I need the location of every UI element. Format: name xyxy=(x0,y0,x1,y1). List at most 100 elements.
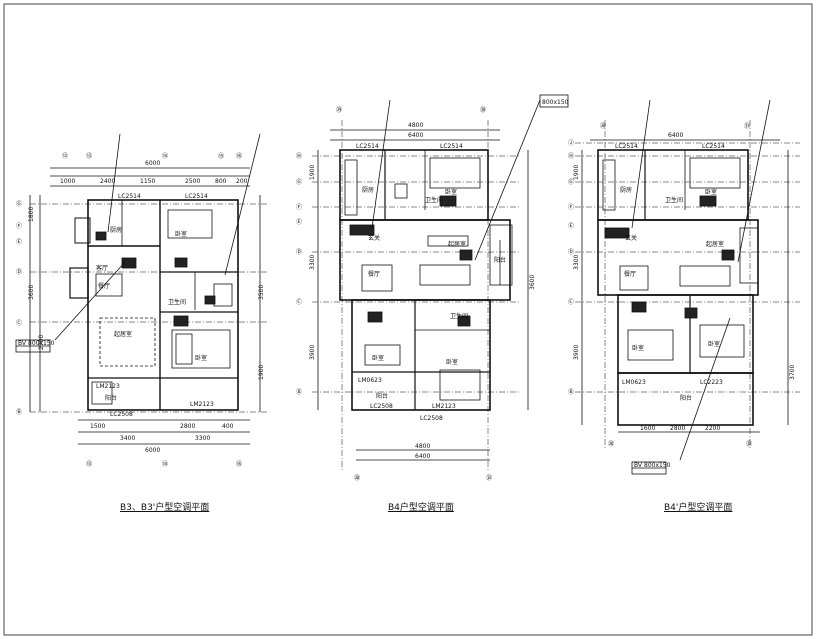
axis-label: Ⓒ xyxy=(16,319,22,327)
axis-label: ㉚ xyxy=(480,106,486,114)
dim-text: 3300 xyxy=(309,255,316,270)
window-label: LM0623 xyxy=(358,377,382,384)
dim-text: 1800 xyxy=(28,207,35,222)
axis-label: Ⓔ xyxy=(296,218,302,226)
room-label: 起居室 xyxy=(114,330,132,338)
dim-text: 1500 xyxy=(90,423,105,430)
axis-label: Ⓓ xyxy=(568,248,574,256)
axis-label: ⑭ xyxy=(162,152,168,160)
room-label: 玄关 xyxy=(368,234,380,242)
axis-label: ⑬ xyxy=(86,460,92,468)
dim-text: 6400 xyxy=(668,132,683,139)
axis-label: ㉛ xyxy=(744,122,750,130)
dim-text: 1000 xyxy=(60,178,75,185)
room-label: 阳台 xyxy=(105,394,117,402)
room-label: 玄关 xyxy=(625,234,637,242)
dim-text: 3700 xyxy=(789,365,796,380)
room-label: 卧室 xyxy=(175,230,187,238)
window-label: LM2123 xyxy=(432,403,456,410)
dim-text: 200 xyxy=(236,178,248,185)
dim-text: 1900 xyxy=(258,365,265,380)
dim-text: 2700 xyxy=(38,335,45,350)
axis-label: Ⓙ xyxy=(568,139,574,147)
axis-label: Ⓕ xyxy=(296,203,302,211)
dim-text: 2800 xyxy=(180,423,195,430)
dim-text: 400 xyxy=(222,423,234,430)
dim-text: 1150 xyxy=(140,178,155,185)
dim-text: 1900 xyxy=(573,165,580,180)
dim-text: 2500 xyxy=(185,178,200,185)
window-label: LM2123 xyxy=(190,401,214,408)
axis-label: Ⓗ xyxy=(296,152,302,160)
dim-text: 4800 xyxy=(415,443,430,450)
room-label: 餐厅 xyxy=(624,270,636,278)
room-label: 餐厅 xyxy=(98,282,110,290)
room-label: 客厅 xyxy=(96,264,108,272)
dim-text: 6400 xyxy=(408,132,423,139)
dim-text: 1900 xyxy=(309,165,316,180)
dim-text: 3400 xyxy=(120,435,135,442)
window-label: LC2514 xyxy=(615,143,638,150)
axis-label: Ⓑ xyxy=(16,408,22,416)
dim-text: 2200 xyxy=(705,425,720,432)
window-label: LC2514 xyxy=(702,143,725,150)
axis-label: Ⓖ xyxy=(296,178,302,186)
window-label: LC2223 xyxy=(700,379,723,386)
dim-text: 3900 xyxy=(309,345,316,360)
axis-label: Ⓒ xyxy=(296,298,302,306)
axis-label: ⑬ xyxy=(86,152,92,160)
dim-text: 2800 xyxy=(670,425,685,432)
window-label: LC2514 xyxy=(118,193,141,200)
axis-label: Ⓒ xyxy=(568,298,574,306)
dim-text: 800 xyxy=(215,178,227,185)
tag-label: 800x150 xyxy=(542,99,569,106)
axis-label: Ⓑ xyxy=(296,388,302,396)
room-label: 阳台 xyxy=(494,256,506,264)
tag-label: 800x150 xyxy=(644,462,671,469)
axis-label: Ⓕ xyxy=(568,203,574,211)
axis-label: ㉜ xyxy=(486,474,492,482)
room-label: 起居室 xyxy=(706,240,724,248)
axis-label: ㉜ xyxy=(746,440,752,448)
window-label: LC2514 xyxy=(185,193,208,200)
dim-text: 4800 xyxy=(408,122,423,129)
window-label: LM0623 xyxy=(622,379,646,386)
window-label: LC2514 xyxy=(440,143,463,150)
axis-label: Ⓔ xyxy=(16,238,22,246)
axis-label: ⑫ xyxy=(62,152,68,160)
dim-text: 3300 xyxy=(573,255,580,270)
axis-label: Ⓑ xyxy=(568,388,574,396)
axis-label: Ⓖ xyxy=(16,200,22,208)
plan-b4 xyxy=(312,94,569,470)
axis-label: ㉙ xyxy=(336,106,342,114)
room-label: 阳台 xyxy=(376,392,388,400)
tag-label: 800x150 xyxy=(28,340,55,347)
dim-text: 3500 xyxy=(258,285,265,300)
axis-label: Ⓓ xyxy=(296,248,302,256)
tag-label: BV xyxy=(18,340,27,347)
plan-caption-b4: B4户型空调平面 xyxy=(388,503,454,513)
axis-label: ⑳ xyxy=(354,474,360,482)
room-label: 卧室 xyxy=(445,188,457,196)
window-label: LC2514 xyxy=(356,143,379,150)
room-label: 卫生间 xyxy=(168,298,186,306)
dim-text: 3300 xyxy=(195,435,210,442)
room-label: 卧室 xyxy=(708,340,720,348)
dim-text: 2400 xyxy=(100,178,115,185)
axis-label: Ⓖ xyxy=(568,178,574,186)
axis-label: ⑳ xyxy=(600,122,606,130)
dim-text: 6400 xyxy=(415,453,430,460)
axis-label: Ⓗ xyxy=(568,152,574,160)
axis-label: Ⓔ xyxy=(568,222,574,230)
plan-b4-prime xyxy=(575,99,800,475)
window-label: LC2508 xyxy=(420,415,443,422)
dim-text: 6000 xyxy=(145,447,160,454)
axis-label: ⑮ xyxy=(218,152,224,160)
room-label: 卫生间 xyxy=(425,196,443,204)
plan-caption-b3: B3、B3'户型空调平面 xyxy=(120,503,210,513)
room-label: 厨房 xyxy=(110,226,122,234)
room-label: 厨房 xyxy=(362,186,374,194)
dim-text: 3900 xyxy=(573,345,580,360)
room-label: 起居室 xyxy=(448,240,466,248)
